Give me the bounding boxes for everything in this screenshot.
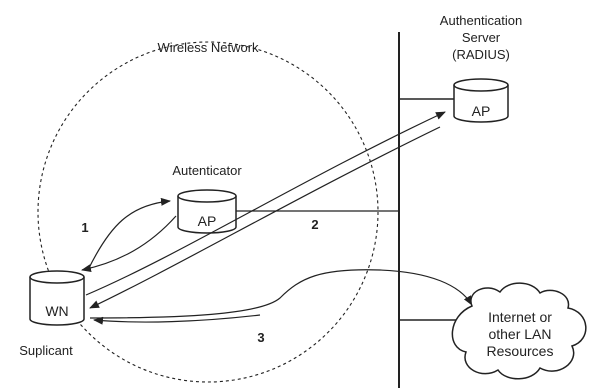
wireless-network-label: Wireless Network: [157, 40, 259, 55]
step3-arrow-to-internet: [89, 269, 473, 319]
supplicant-cylinder-icon: [29, 270, 85, 326]
supplicant-title: Suplicant: [19, 343, 73, 358]
step1-arrow-to-supplicant: [81, 215, 177, 273]
step1-arrow-to-authenticator: [87, 197, 171, 271]
auth-server-title-line2: Server: [462, 30, 501, 45]
step2-arrow-to-supplicant: [89, 126, 441, 309]
supplicant-device-label: WN: [45, 303, 68, 319]
auth-server-cylinder-icon: [453, 78, 509, 123]
auth-server-title-line1: Authentication: [440, 13, 522, 28]
internet-label-line3: Resources: [487, 343, 554, 359]
step2-arrow-to-auth-server: [85, 111, 446, 296]
authenticator-cylinder-icon: [177, 189, 237, 234]
wireless-network-boundary: [37, 41, 379, 383]
auth-server-title: Authentication Server (RADIUS): [440, 13, 522, 62]
authenticator-device-label: AP: [198, 213, 217, 229]
auth-server-title-line3: (RADIUS): [452, 47, 510, 62]
step2-number: 2: [311, 217, 318, 232]
step1-number: 1: [81, 220, 88, 235]
internet-label-line1: Internet or: [488, 309, 552, 325]
step3-number: 3: [257, 330, 264, 345]
internet-label-line2: other LAN: [488, 326, 551, 342]
authenticator-title: Autenticator: [172, 163, 242, 178]
step3-arrow-to-supplicant: [93, 314, 261, 325]
auth-server-device-label: AP: [472, 103, 491, 119]
internet-cloud-icon: [451, 282, 587, 380]
